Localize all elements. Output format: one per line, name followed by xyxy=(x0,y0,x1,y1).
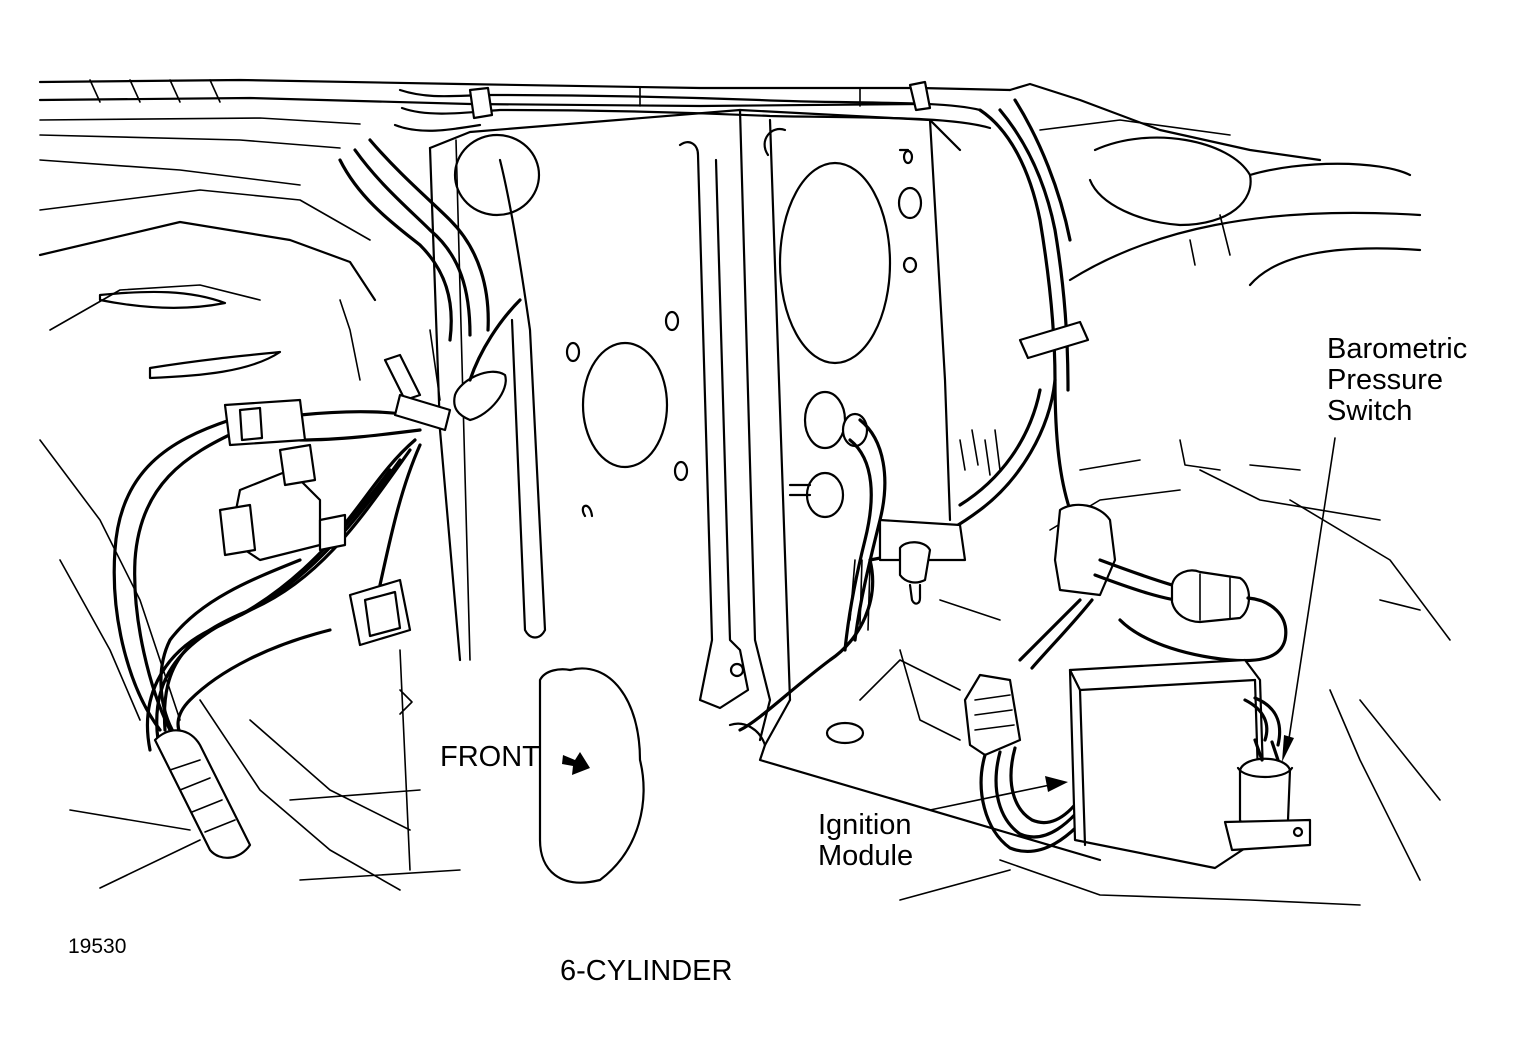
front-label: FRONT xyxy=(440,741,540,773)
connector xyxy=(963,673,1022,757)
front-arrow-icon xyxy=(562,752,590,775)
left-fender xyxy=(38,159,461,891)
leader-lines xyxy=(929,437,1336,811)
connector xyxy=(1170,569,1251,624)
ignition-module-box xyxy=(1068,658,1282,870)
barometric-pressure-switch xyxy=(1223,738,1312,852)
connector xyxy=(223,398,307,447)
right-fender xyxy=(899,136,1451,906)
cowl-panel xyxy=(38,78,1322,162)
caption: 6-CYLINDER xyxy=(560,955,733,987)
firewall xyxy=(428,108,1102,884)
figure-number: 19530 xyxy=(68,935,127,958)
ignition-module-label: Ignition Module xyxy=(818,809,914,872)
barometric-pressure-switch-label: Barometric Pressure Switch xyxy=(1327,333,1468,427)
